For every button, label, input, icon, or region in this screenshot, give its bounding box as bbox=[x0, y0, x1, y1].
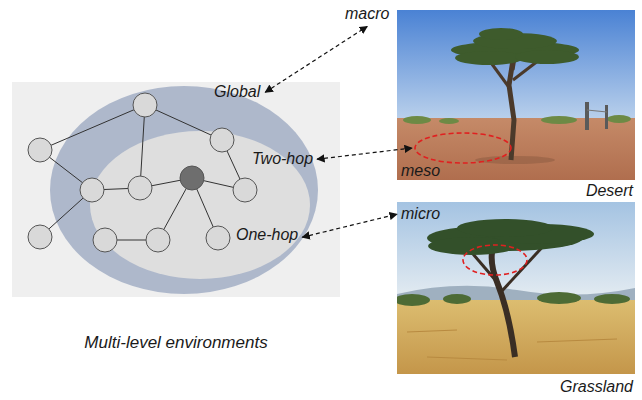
scope-label: Global bbox=[214, 83, 260, 101]
sand bbox=[397, 118, 635, 180]
scope-label: macro bbox=[345, 5, 389, 23]
grassland-photo-frame: microGrassland bbox=[397, 202, 635, 374]
graph-link bbox=[192, 178, 245, 190]
graph-node bbox=[146, 228, 170, 252]
graph-node bbox=[133, 93, 157, 117]
graph-link bbox=[40, 190, 92, 237]
two-hop-region: One-hop Two-hop bbox=[50, 86, 318, 294]
graph-node bbox=[233, 178, 257, 202]
graph-node bbox=[80, 178, 104, 202]
graph-node bbox=[28, 138, 52, 162]
graph-node bbox=[210, 128, 234, 152]
desert-photo-frame: macromesoDesert bbox=[397, 10, 635, 180]
caption-label: Desert bbox=[586, 182, 633, 200]
graph-link bbox=[158, 178, 192, 240]
desert-photo bbox=[397, 10, 635, 180]
sky bbox=[397, 202, 635, 302]
graph-node bbox=[28, 225, 52, 249]
grass bbox=[397, 300, 635, 374]
meso-highlight bbox=[415, 133, 511, 163]
tree-shadow bbox=[475, 156, 555, 164]
scope-label: Two-hop bbox=[252, 150, 313, 168]
shrubs bbox=[403, 115, 631, 124]
graph-link bbox=[145, 105, 222, 140]
graph-node bbox=[206, 226, 230, 250]
scale-label: meso bbox=[401, 162, 440, 180]
graph-link bbox=[92, 188, 140, 190]
center-node bbox=[180, 166, 204, 190]
tree-canopy bbox=[427, 219, 594, 255]
figure-caption: Multi-level environments bbox=[12, 333, 340, 353]
sky bbox=[397, 10, 635, 122]
graph-node bbox=[128, 176, 152, 200]
tree-canopy bbox=[451, 28, 579, 65]
scale-label: Grassland bbox=[560, 378, 633, 396]
dashed-double-arrow bbox=[317, 148, 412, 159]
environment-panel: One-hop Two-hop Global bbox=[12, 82, 340, 297]
graph-nodes bbox=[28, 93, 257, 252]
graph-links bbox=[40, 105, 245, 240]
graph-link bbox=[140, 178, 192, 188]
hills bbox=[397, 286, 635, 302]
scope-label: One-hop bbox=[236, 226, 298, 244]
graph-link bbox=[222, 140, 245, 190]
bushes bbox=[397, 292, 630, 306]
grass-streaks bbox=[407, 330, 617, 360]
micro-highlight bbox=[463, 245, 527, 275]
graph-link bbox=[40, 105, 145, 150]
scope-label: micro bbox=[401, 205, 440, 223]
tree-trunk bbox=[489, 46, 543, 160]
graph-link bbox=[40, 150, 92, 190]
graph-link bbox=[192, 178, 218, 238]
fence-posts bbox=[585, 102, 608, 130]
region-fill bbox=[50, 86, 318, 294]
tree-trunk bbox=[467, 242, 547, 357]
dashed-double-arrow bbox=[302, 214, 397, 237]
dashed-double-arrow bbox=[265, 26, 367, 92]
graph-link bbox=[105, 240, 158, 241]
grassland-photo bbox=[397, 202, 635, 374]
graph-node bbox=[93, 228, 117, 252]
graph-link bbox=[140, 105, 145, 188]
